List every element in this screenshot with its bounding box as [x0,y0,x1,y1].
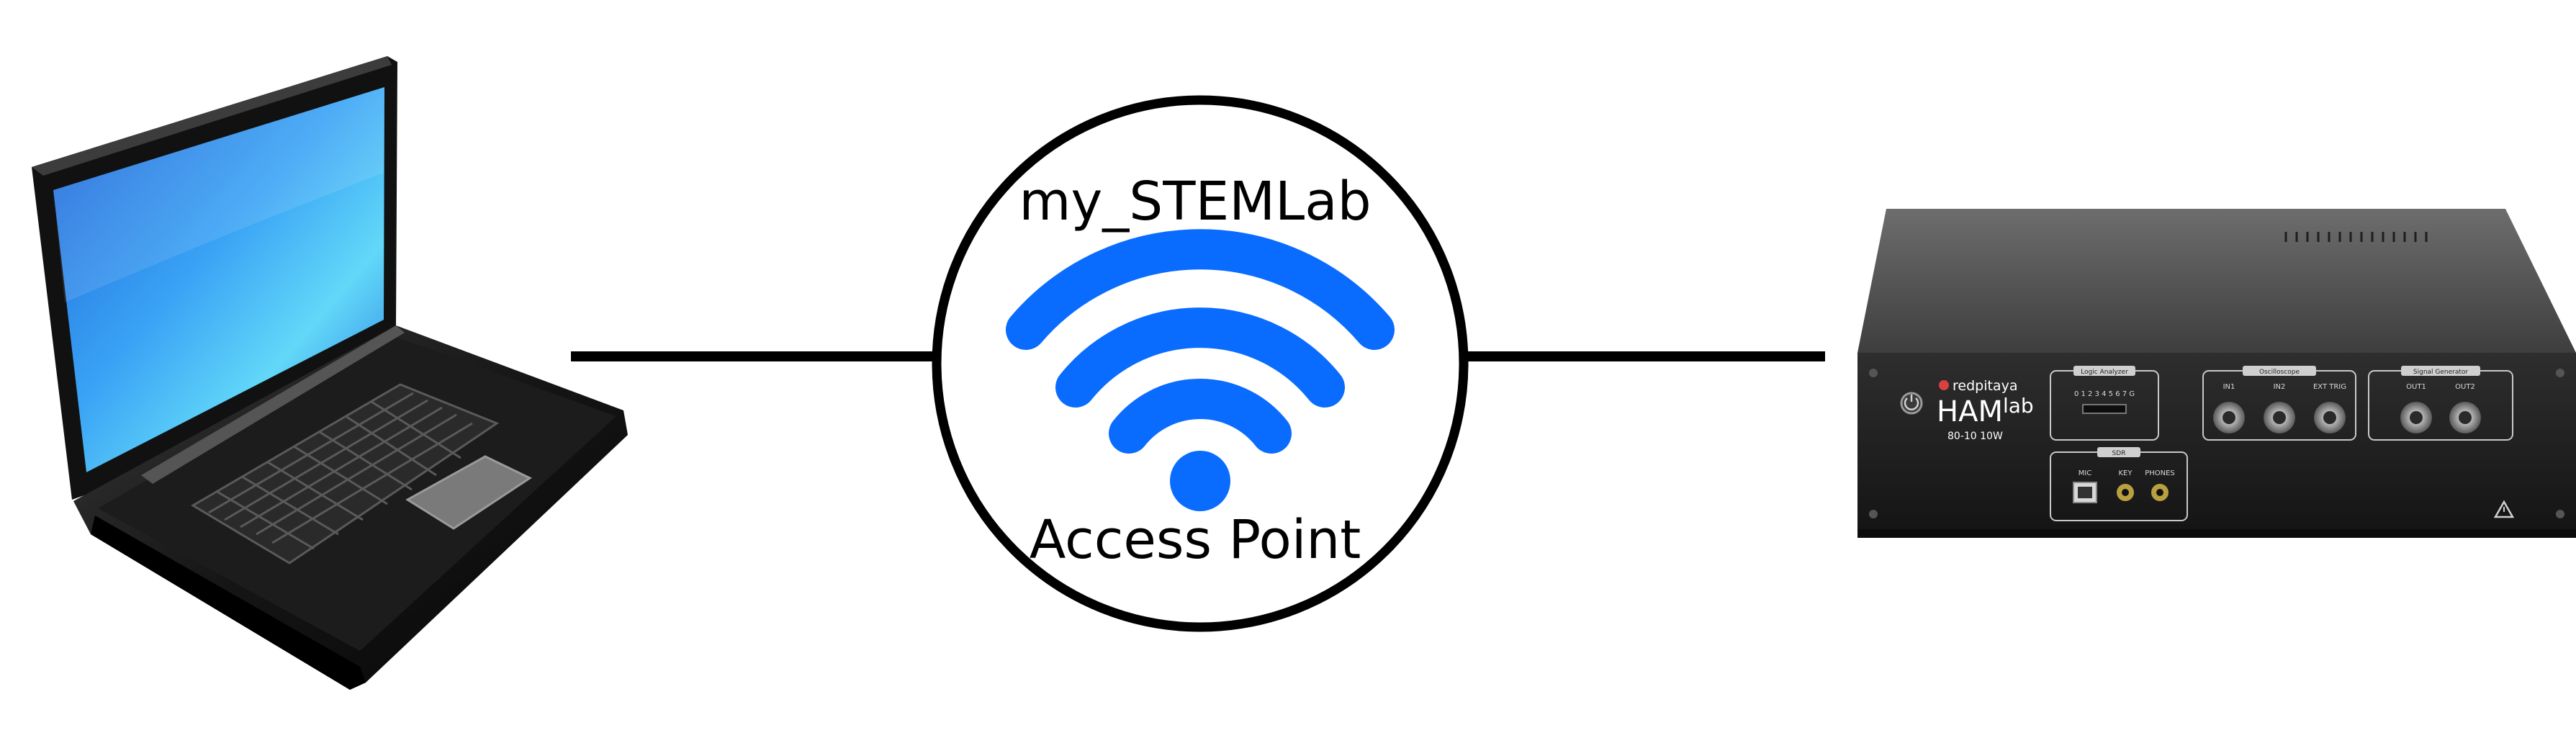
phones-jack [2151,484,2169,501]
access-point-circle [932,95,1469,632]
in2-label: IN2 [2274,383,2286,391]
redpitaya-hamlab-icon: redpitaya HAMlab 80-10 10W Logic Analyze… [1857,209,2576,538]
bnc-in2 [2264,402,2295,433]
signal-generator-label: Signal Generator [2413,369,2469,376]
keyboard [191,383,500,564]
brand-logo: redpitaya [1953,378,2017,394]
out2-label: OUT2 [2455,383,2475,391]
logic-analyzer-port [2082,404,2127,414]
logic-pins-label: 0 1 2 3 4 5 6 7 G [2074,390,2135,398]
touchpad [405,455,533,530]
bnc-ext-trig [2314,402,2346,433]
access-point-caption: Access Point [1029,509,1361,571]
sdr-label: SDR [2112,450,2126,457]
bnc-out1 [2400,402,2432,433]
warning-icon [2493,500,2515,518]
out1-label: OUT1 [2406,383,2426,391]
bnc-out2 [2449,402,2481,433]
laptop-icon [32,56,628,690]
key-label: KEY [2119,469,2133,477]
logic-analyzer-label: Logic Analyzer [2081,369,2128,376]
model-name: HAMlab [1937,394,2034,428]
wifi-dot [1170,451,1230,511]
phones-label: PHONES [2145,469,2175,477]
access-point-ssid: my_STEMLab [1019,171,1372,233]
access-point-node [932,95,1469,632]
oscilloscope-label: Oscilloscope [2259,369,2300,376]
ext-trig-label: EXT TRIG [2313,383,2346,391]
laptop-screen [53,87,384,472]
bnc-in1 [2213,402,2245,433]
key-jack [2117,484,2134,501]
model-subtitle: 80-10 10W [1947,431,2003,442]
mic-label: MIC [2079,469,2092,477]
wifi-icon [1006,229,1395,454]
in1-label: IN1 [2223,383,2235,391]
